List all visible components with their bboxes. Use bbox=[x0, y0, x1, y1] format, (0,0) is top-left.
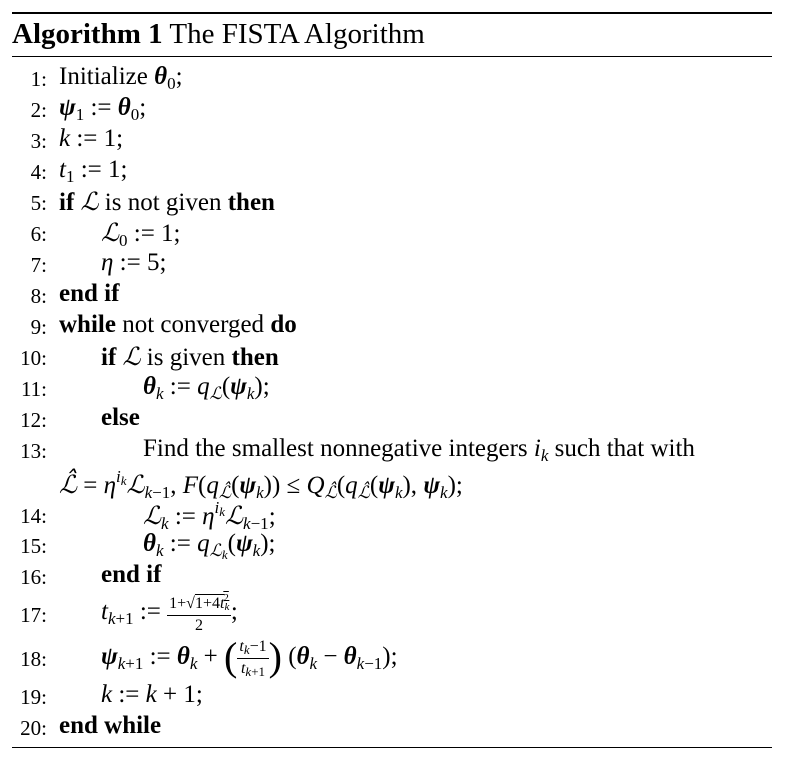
line-code: end if bbox=[101, 561, 162, 588]
line-code: k := 1; bbox=[59, 125, 124, 152]
line-number: 19: bbox=[20, 685, 47, 709]
line-code: Find the smallest nonnegative integers i… bbox=[143, 435, 695, 465]
line-code: while not converged do bbox=[59, 311, 297, 338]
line-code: if ℒ is not given then bbox=[59, 187, 275, 216]
line-number: 20: bbox=[20, 716, 47, 740]
line-number: 9: bbox=[30, 315, 47, 339]
line-number: 1: bbox=[30, 67, 47, 91]
line-number: 10: bbox=[20, 346, 47, 370]
line-code: Initialize θ0; bbox=[59, 63, 183, 93]
line-number: 6: bbox=[30, 222, 47, 246]
line-number: 12: bbox=[20, 408, 47, 432]
line-number: 11: bbox=[20, 377, 47, 401]
algorithm-label: Algorithm 1 bbox=[12, 18, 163, 50]
line-number: 17: bbox=[20, 603, 47, 627]
caption-rule bbox=[12, 56, 772, 57]
line-code: ψ1 := θ0; bbox=[59, 94, 147, 124]
line-code: t1 := 1; bbox=[59, 156, 128, 186]
line-number: 7: bbox=[30, 253, 47, 277]
line-number: 5: bbox=[30, 191, 47, 215]
line-code: ℒ̂ = ηikℒk−1, F(qℒ̂(ψk)) ≤ Qℒ̂(qℒ̂(ψk), … bbox=[59, 467, 463, 503]
bottom-rule bbox=[12, 747, 772, 748]
line-code: θk := qℒk(ψk); bbox=[143, 530, 276, 562]
line-code: ℒ0 := 1; bbox=[101, 218, 181, 250]
line-number: 15: bbox=[20, 534, 47, 558]
line-code: k := k + 1; bbox=[101, 681, 203, 708]
line-number: 18: bbox=[20, 647, 47, 671]
line-code: else bbox=[101, 404, 140, 431]
line-number: 14: bbox=[20, 504, 47, 528]
line-number: 13: bbox=[20, 439, 47, 463]
algorithm-caption: Algorithm 1 The FISTA Algorithm bbox=[12, 14, 772, 56]
line-number: 8: bbox=[30, 284, 47, 308]
line-code: θk := qℒ(ψk); bbox=[143, 373, 270, 404]
line-number: 3: bbox=[30, 129, 47, 153]
algorithm-title: The FISTA Algorithm bbox=[169, 18, 425, 50]
line-number: 2: bbox=[30, 98, 47, 122]
line-number: 16: bbox=[20, 565, 47, 589]
algorithm-box: Algorithm 1 The FISTA Algorithm 1: Initi… bbox=[12, 12, 772, 748]
line-code: ℒk := ηikℒk−1; bbox=[143, 498, 276, 533]
line-code: end if bbox=[59, 280, 120, 307]
line-number: 4: bbox=[30, 160, 47, 184]
line-code: η := 5; bbox=[101, 249, 167, 276]
top-rule bbox=[12, 12, 772, 14]
line-code: if ℒ is given then bbox=[101, 342, 279, 371]
line-code: end while bbox=[59, 712, 162, 739]
